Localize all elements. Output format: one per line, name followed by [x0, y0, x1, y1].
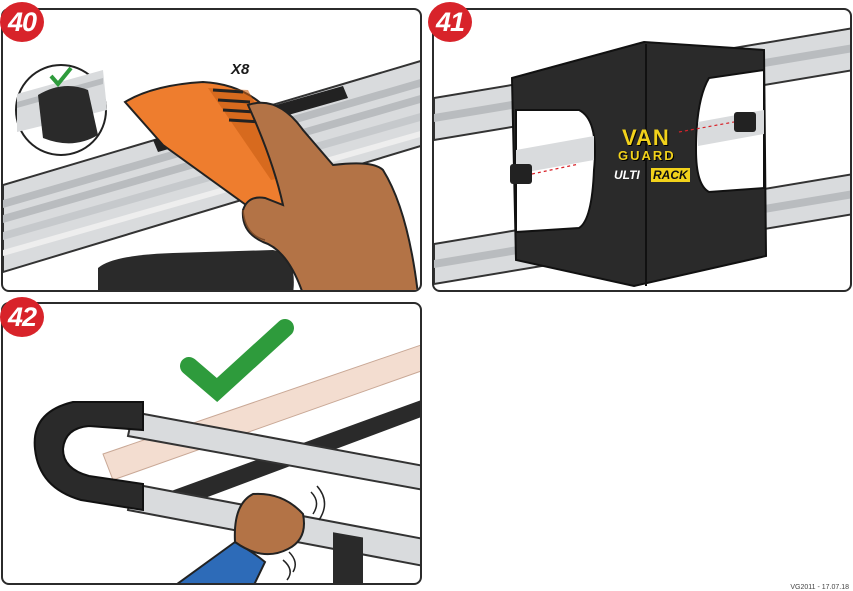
- sound-wave-icon: [282, 485, 326, 581]
- step-41-panel: X4: [432, 8, 852, 292]
- reference-code: VG2011 - 17.07.18: [790, 584, 849, 591]
- step-41-illustration: [434, 27, 850, 288]
- step-41-badge: 41: [428, 2, 472, 42]
- quantity-label: X8: [231, 61, 250, 78]
- step-42-badge: 42: [0, 297, 44, 337]
- step-40-illustration: [3, 60, 420, 290]
- check-icon: [49, 66, 73, 88]
- brand-logo-line2: GUARD: [618, 148, 676, 163]
- brand-logo-line3b: RACK: [651, 168, 690, 182]
- brand-logo-line3a: ULTI: [614, 168, 640, 182]
- step-42-illustration: [33, 319, 420, 583]
- step-42-panel: [1, 302, 422, 585]
- check-icon: [180, 319, 294, 403]
- brand-logo-line1: VAN: [622, 125, 670, 150]
- step-40-panel: X8: [1, 8, 422, 292]
- step-40-badge: 40: [0, 2, 44, 42]
